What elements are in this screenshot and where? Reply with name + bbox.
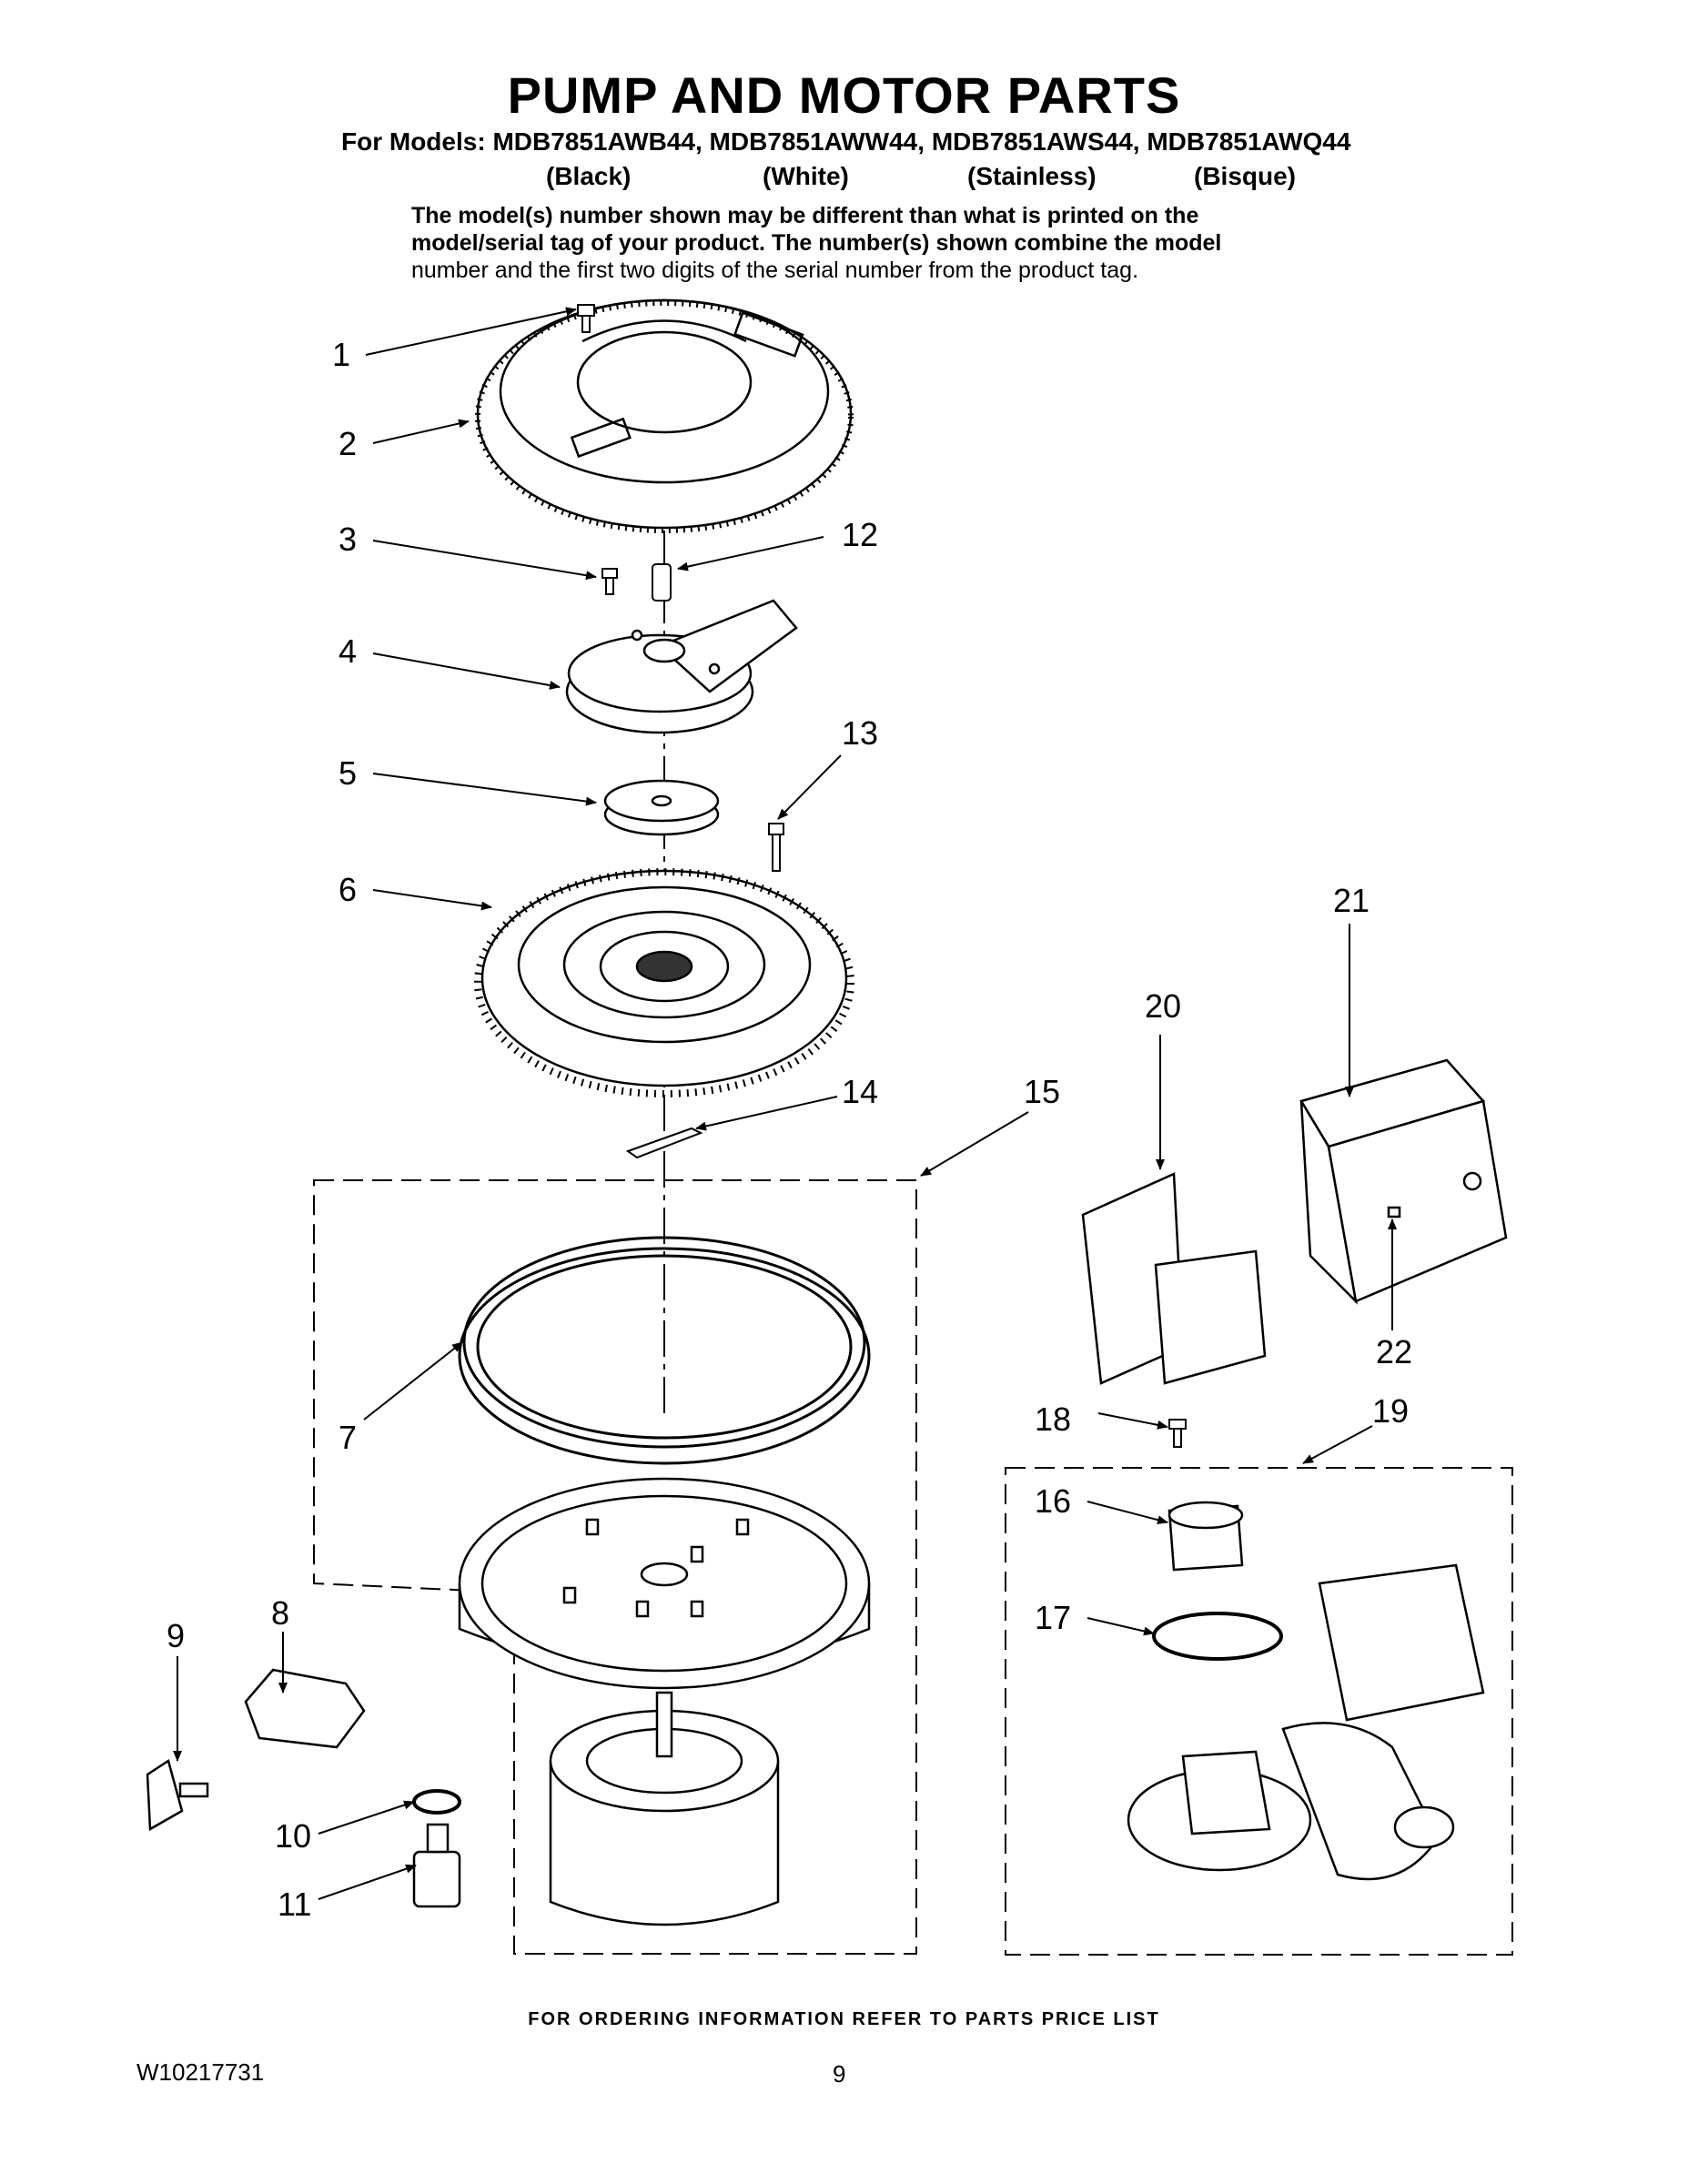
color-label-black: (Black) <box>546 162 632 190</box>
color-label-stainless: (Stainless) <box>967 162 1097 190</box>
callout-14: 14 <box>842 1073 878 1110</box>
pump-housing-part <box>565 599 798 734</box>
model-list: For Models: MDB7851AWB44, MDB7851AWW44, … <box>341 127 1351 156</box>
callout-4: 4 <box>339 632 357 670</box>
bracket-part <box>1081 1172 1267 1385</box>
filter-chamber-part <box>474 868 854 1097</box>
seal-ring-part <box>458 1236 871 1465</box>
callout-15: 15 <box>1024 1073 1060 1110</box>
callout-9: 9 <box>167 1617 185 1654</box>
callout-19: 19 <box>1372 1392 1409 1430</box>
callout-20: 20 <box>1145 987 1181 1025</box>
callout-6: 6 <box>339 871 357 908</box>
callout-5: 5 <box>339 754 357 792</box>
callout-3: 3 <box>339 521 357 558</box>
screw-and-pin-parts <box>601 563 672 602</box>
callout-18: 18 <box>1035 1400 1071 1438</box>
color-label-white: (White) <box>763 162 849 190</box>
callout-1: 1 <box>332 336 350 373</box>
note-line: The model(s) number shown may be differe… <box>411 203 1199 228</box>
ordering-info: FOR ORDERING INFORMATION REFER TO PARTS … <box>528 2009 1160 2029</box>
screw-part <box>768 823 784 872</box>
impeller-part <box>603 779 720 836</box>
callout-8: 8 <box>271 1594 289 1632</box>
sensor-parts <box>146 1668 461 1908</box>
control-box-part <box>1299 1058 1508 1305</box>
assembly-15-boundary <box>313 1179 917 1955</box>
screw-part <box>1168 1419 1187 1448</box>
leader-lines <box>173 307 1397 1900</box>
callout-13: 13 <box>842 714 878 752</box>
sump-base-part <box>458 1477 871 1690</box>
screw-part <box>577 304 595 333</box>
small-gasket-part <box>625 1127 703 1159</box>
motor-part <box>549 1691 780 1926</box>
note-line: number and the first two digits of the s… <box>411 258 1139 283</box>
pump-cover-part <box>475 298 854 533</box>
callout-numbers: 1 2 3 4 5 6 7 8 9 10 11 12 13 14 15 16 1… <box>167 336 1412 1923</box>
document-number: W10217731 <box>136 2058 265 2086</box>
callout-7: 7 <box>339 1419 357 1456</box>
callout-21: 21 <box>1333 882 1370 919</box>
callout-2: 2 <box>339 425 357 462</box>
model-note: The model(s) number shown may be differe… <box>411 202 1339 284</box>
note-line: model/serial tag of your product. The nu… <box>411 230 1222 256</box>
callout-11: 11 <box>278 1886 311 1923</box>
callout-16: 16 <box>1035 1482 1071 1520</box>
assembly-19-boundary <box>1005 1467 1513 1956</box>
callout-12: 12 <box>842 516 878 553</box>
drain-pump-parts <box>1127 1501 1485 1881</box>
color-label-bisque: (Bisque) <box>1194 162 1296 190</box>
callout-22: 22 <box>1376 1333 1412 1370</box>
page-number: 9 <box>833 2060 846 2088</box>
callout-10: 10 <box>275 1817 311 1855</box>
page-title: PUMP AND MOTOR PARTS <box>507 66 1181 124</box>
callout-17: 17 <box>1035 1599 1071 1636</box>
